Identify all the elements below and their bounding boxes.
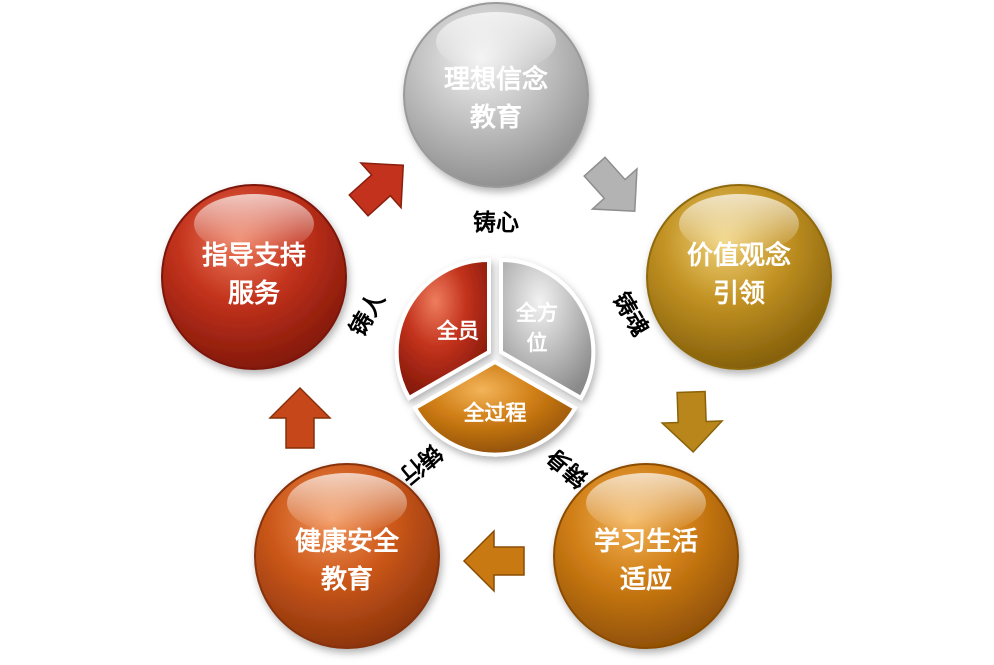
arrow-bottom-left-to-left: [268, 386, 332, 449]
node-bottom-left: 健康安全 教育: [254, 463, 440, 649]
arrow-top-to-right: [583, 156, 638, 213]
node-right-line1: 价值观念: [687, 240, 791, 271]
center-segment-right-label-line2: 位: [527, 331, 548, 355]
node-left-line2: 服务: [228, 279, 280, 309]
center-segment-bottom-label: 全过程: [463, 401, 527, 425]
node-left: 指导支持 服务: [161, 184, 347, 370]
arrow-left-to-top: [348, 162, 405, 217]
center-segment-right-label-line1: 全方: [515, 301, 558, 325]
side-label-right: 铸魂: [607, 288, 653, 341]
node-top: 理想信念 教育: [403, 2, 589, 188]
node-bottom-right-line2: 适应: [620, 564, 672, 595]
node-right-line2: 引领: [713, 278, 765, 309]
node-bottom-right-line1: 学习生活: [594, 526, 698, 557]
side-label-top: 铸心: [473, 209, 519, 236]
arrow-right-to-bottom-right: [660, 390, 724, 454]
node-left-line1: 指导支持: [202, 241, 306, 271]
node-right: 价值观念 引领: [646, 184, 832, 370]
arrow-bottom-right-to-bottom-left: [462, 529, 525, 593]
center-segment-left: [394, 257, 491, 401]
node-bottom-left-line1: 健康安全: [295, 526, 400, 557]
center-segment-bottom: [412, 359, 578, 457]
node-bottom-left-line2: 教育: [321, 564, 373, 595]
node-top-line2: 教育: [470, 102, 522, 133]
center-segment-right: [499, 257, 596, 401]
node-bottom-right: 学习生活 适应: [553, 463, 739, 649]
center-ring: 全员 全方 位 全过程: [394, 257, 596, 457]
side-label-left: 铸人: [344, 287, 391, 341]
center-segment-left-label: 全员: [436, 319, 479, 343]
node-top-line1: 理想信念: [444, 64, 548, 95]
